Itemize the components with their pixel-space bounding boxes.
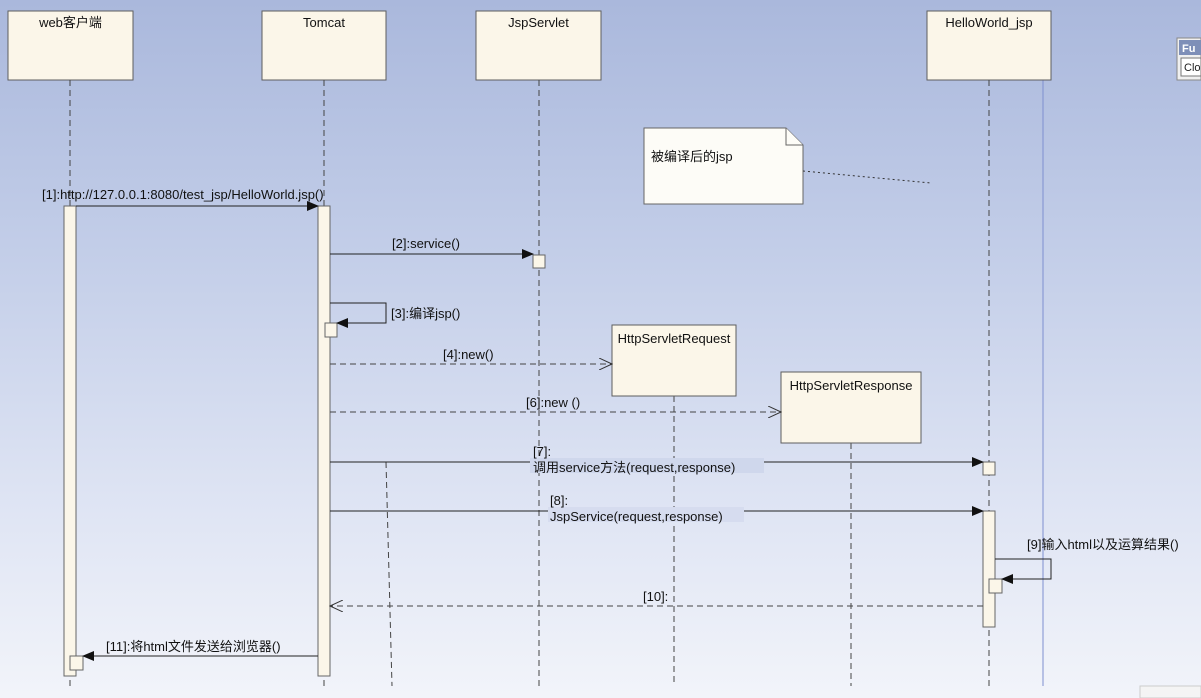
message-7-label-bg [530,458,764,473]
corner-decoration [1139,685,1201,698]
note-connector [802,170,932,184]
side-panel-item[interactable]: Clo [1184,62,1201,74]
activation-jspservlet [532,254,546,269]
side-panel-title: Fu [1182,43,1195,55]
object-http-servlet-request[interactable]: HttpServletRequest [611,324,737,397]
activation-web-client-end [69,655,84,671]
activation-helloworld-output [988,578,1003,594]
activation-helloworld-jspservice [982,510,996,628]
participant-web-client-label: web客户端 [38,15,102,30]
message-3-arrow [330,302,387,328]
message-9-arrow [995,558,1052,584]
activation-web-client [63,205,77,677]
activation-tomcat [317,205,331,677]
participant-tomcat-label: Tomcat [303,15,345,30]
message-10-label: [10]: [643,589,668,604]
message-8-label-bg [548,507,744,522]
participant-jspservlet[interactable]: JspServlet [475,10,602,81]
message-7-label-line2: 调用service方法(request,response) [533,460,735,475]
participant-web-client[interactable]: web客户端 [7,10,134,81]
participant-tomcat[interactable]: Tomcat [261,10,387,81]
object-http-servlet-request-label: HttpServletRequest [618,331,731,346]
participant-helloworld-jsp[interactable]: HelloWorld_jsp [926,10,1052,81]
message-3-label: [3]:编译jsp() [391,306,460,321]
message-4-label: [4]:new() [443,347,494,362]
message-8-label-line1: [8]: [550,493,568,508]
note-compiled-jsp[interactable]: 被编译后的jsp [643,127,804,205]
lifeline-extra [385,461,393,687]
message-8-label-line2: JspService(request,response) [550,509,723,524]
activation-helloworld-service [982,461,996,476]
participant-helloworld-jsp-label: HelloWorld_jsp [945,15,1032,30]
object-http-servlet-response[interactable]: HttpServletResponse [780,371,922,444]
note-text: 被编译后的jsp [651,149,733,164]
message-9-label: [9]输入html以及运算结果() [1027,537,1179,552]
message-1-label: [1]:http://127.0.0.1:8080/test_jsp/Hello… [42,187,324,202]
activation-tomcat-compile [324,322,338,338]
message-11-label: [11]:将html文件发送给浏览器() [106,639,281,654]
side-panel[interactable]: Fu Clo [1176,37,1201,81]
participant-jspservlet-label: JspServlet [508,15,569,30]
message-2-label: [2]:service() [392,236,460,251]
object-http-servlet-response-label: HttpServletResponse [790,378,913,393]
message-7-label-line1: [7]: [533,444,551,459]
message-6-label: [6]:new () [526,395,580,410]
